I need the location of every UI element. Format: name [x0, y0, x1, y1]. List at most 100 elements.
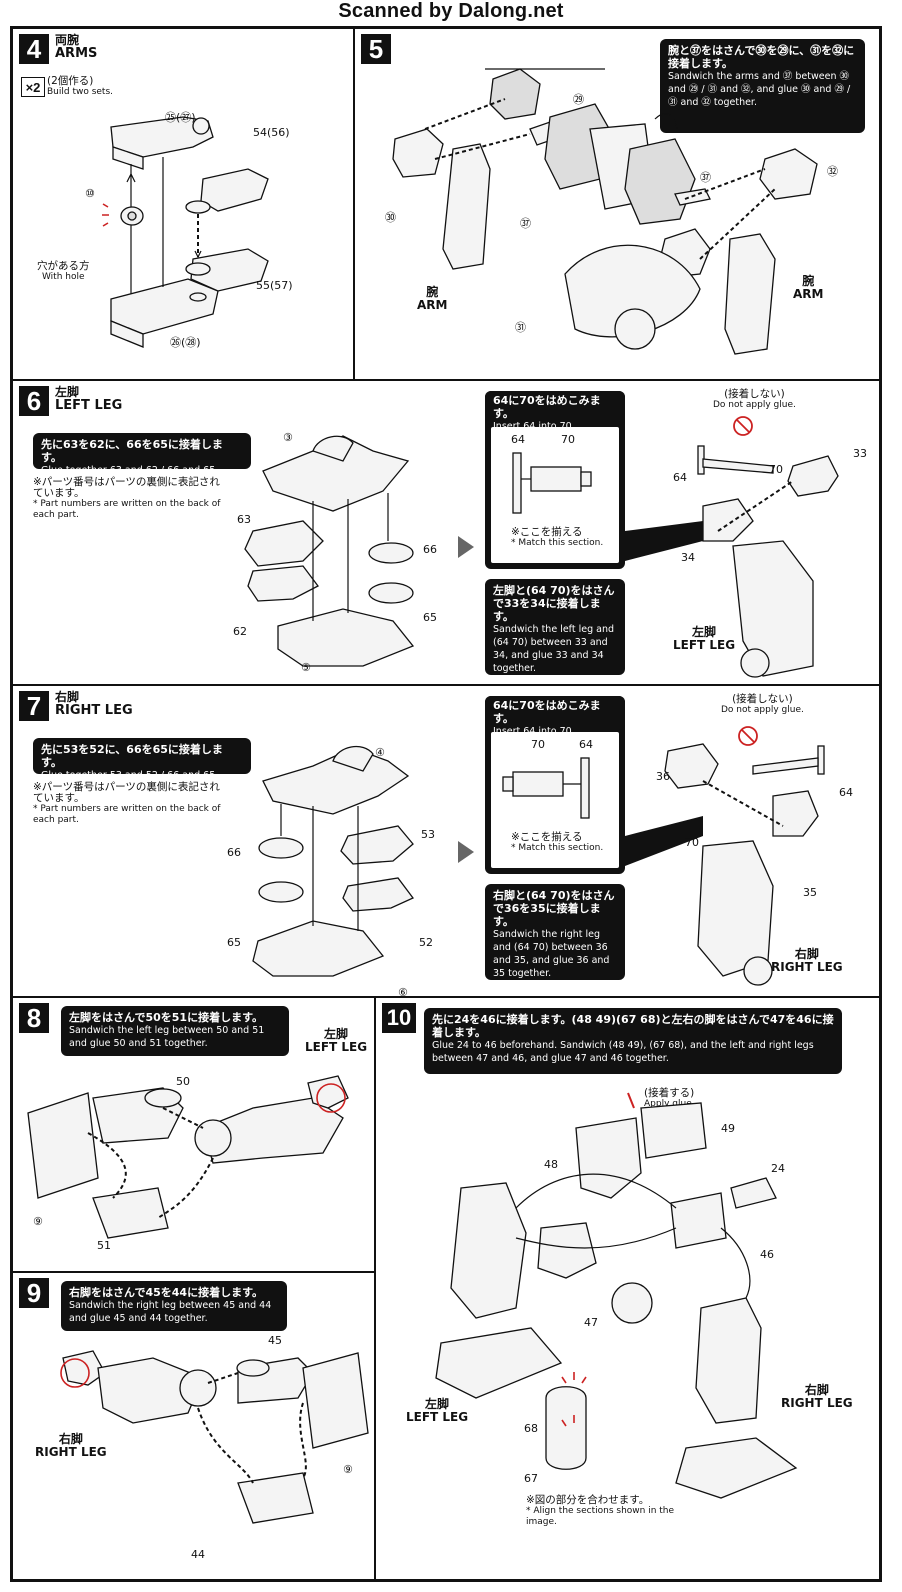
- match-jp: ※ここを揃える: [511, 526, 583, 538]
- right-leg-label: 右脚 RIGHT LEG: [781, 1384, 853, 1410]
- part-label: 70: [769, 463, 783, 476]
- final-leg-assembly-diagram: [435, 1092, 798, 1499]
- step-number: 9: [19, 1278, 49, 1308]
- title-jp: 両腕: [55, 33, 80, 47]
- part-label: ㉕(㉗): [165, 111, 196, 124]
- part-label: 44: [191, 1548, 205, 1561]
- insert-en: Insert 64 into 70.: [493, 420, 617, 433]
- part-label: ㉙: [573, 93, 584, 106]
- match-en: * Match this section.: [511, 843, 604, 853]
- match-note: ※ここを揃える * Match this section.: [511, 527, 603, 549]
- instr-en: Sandwich the arms and ㊲ between ㉚ and ㉙ …: [668, 71, 851, 108]
- title-jp: 左脚: [55, 385, 80, 399]
- no-glue-note: (接着しない) Do not apply glue.: [713, 389, 796, 411]
- part-label: ③: [283, 431, 293, 444]
- sandwich-box: 左脚と(64 70)をはさんで33を34に接着します。 Sandwich the…: [485, 579, 625, 675]
- insert-box: 64に70をはめこみます。 Insert 64 into 70. 64 70 ※…: [485, 391, 625, 569]
- apply-en: Apply glue.: [644, 1099, 695, 1109]
- step-title: 両腕 ARMS: [55, 33, 97, 61]
- hole-note: 穴がある方 With hole: [37, 261, 90, 283]
- step10-panel: 10 先に24を46に接着します。(48 49)(67 68)と左右の脚をはさん…: [375, 997, 880, 1580]
- right-leg-hip-diagram: [60, 1350, 369, 1524]
- instruction-box: 腕と㊲をはさんで㉚を㉙に、㉛を㉜に接着します。 Sandwich the arm…: [660, 39, 865, 133]
- leg-jp: 右脚: [804, 1383, 829, 1397]
- leg-en: LEFT LEG: [673, 638, 736, 652]
- arm-attachment-diagram: [392, 68, 818, 355]
- step9-panel: 9 右脚をはさんで45を44に接着します。 Sandwich the right…: [12, 1272, 375, 1580]
- part-label: 70: [685, 836, 699, 849]
- left-leg-parts-diagram: [244, 435, 415, 667]
- note-jp: ※パーツ番号はパーツの裏側に表記されています。: [33, 476, 220, 499]
- part-label: 47: [584, 1316, 598, 1329]
- instruction-box: 左脚をはさんで50を51に接着します。 Sandwich the left le…: [61, 1006, 289, 1056]
- left-leg-hip-diagram: [27, 1075, 349, 1239]
- sandwich-jp: 右脚と(64 70)をはさんで36を35に接着します。: [493, 889, 615, 928]
- title-en: RIGHT LEG: [55, 703, 133, 718]
- part-label: 50: [176, 1075, 190, 1088]
- no-glue-note: (接着しない) Do not apply glue.: [721, 694, 804, 716]
- part-label: 68: [524, 1422, 538, 1435]
- part-label: 24: [771, 1162, 785, 1175]
- insert-jp: 64に70をはめこみます。: [493, 394, 601, 420]
- arm-jp: 腕: [802, 274, 815, 288]
- instr-jp: 左脚をはさんで50を51に接着します。: [69, 1011, 263, 1024]
- next-arrow-icon: [458, 536, 474, 558]
- instr-en: Sandwich the left leg between 50 and 51 …: [69, 1025, 265, 1049]
- noglue-en: Do not apply glue.: [713, 400, 796, 410]
- step-number: 7: [19, 691, 49, 721]
- noglue-jp: (接着しない): [724, 388, 785, 400]
- arm-parts-diagram: [102, 116, 269, 348]
- part-label: 65: [227, 936, 241, 949]
- step5-panel: 5 腕と㊲をはさんで㉚を㉙に、㉛を㉜に接着します。 Sandwich the a…: [354, 28, 880, 380]
- insert-detail-diagram: [502, 757, 590, 819]
- part-label: 34: [681, 551, 695, 564]
- hole-jp: 穴がある方: [37, 260, 90, 272]
- part-label: 48: [544, 1158, 558, 1171]
- part-label: 52: [419, 936, 433, 949]
- glue-box: 先に63を62に、66を65に接着します。 Glue together 63 a…: [33, 433, 251, 476]
- build-en: Build two sets.: [47, 87, 114, 97]
- part-label: 36: [656, 770, 670, 783]
- part-label: ㉜: [827, 165, 838, 178]
- multiplier-badge: ×2: [21, 77, 45, 97]
- note-en: * Part numbers are written on the back o…: [33, 499, 221, 520]
- noglue-en: Do not apply glue.: [721, 705, 804, 715]
- part-label: ㉚: [385, 211, 396, 224]
- insert-detail: 64 70 ※ここを揃える * Match this section.: [491, 427, 619, 563]
- title-en: LEFT LEG: [55, 398, 123, 413]
- insert-detail: 70 64 ※ここを揃える * Match this section.: [491, 732, 619, 868]
- title-en: ARMS: [55, 46, 98, 61]
- align-jp: ※図の部分を合わせます。: [526, 1494, 650, 1506]
- insert-detail-diagram: [512, 452, 592, 514]
- part-label: 49: [721, 1122, 735, 1135]
- part-label: 64: [511, 433, 525, 446]
- part-number-note: ※パーツ番号はパーツの裏側に表記されています。 * Part numbers a…: [33, 782, 223, 826]
- leg-en: RIGHT LEG: [781, 1396, 853, 1410]
- arm-label-right: 腕 ARM: [793, 275, 823, 301]
- build-count-note: (2個作る) Build two sets.: [47, 76, 113, 98]
- part-label: 51: [97, 1239, 111, 1252]
- part-label: 45: [268, 1334, 282, 1347]
- leg-en: RIGHT LEG: [35, 1445, 107, 1459]
- instruction-box: 右脚をはさんで45を44に接着します。 Sandwich the right l…: [61, 1281, 287, 1331]
- leg-jp: 右脚: [58, 1432, 83, 1446]
- leg-en: LEFT LEG: [406, 1410, 469, 1424]
- part-label: ⑨: [33, 1215, 43, 1228]
- glue-box: 先に53を52に、66を65に接着します。 Glue together 53 a…: [33, 738, 251, 781]
- instr-en: Sandwich the right leg between 45 and 44…: [69, 1300, 272, 1324]
- scan-credit-header: Scanned by Dalong.net: [338, 0, 564, 22]
- part-label: 54(56): [253, 126, 290, 139]
- apply-jp: (接着する): [644, 1087, 695, 1099]
- leg-jp: 左脚: [324, 1027, 349, 1041]
- match-jp: ※ここを揃える: [511, 831, 583, 843]
- arm-jp: 腕: [426, 285, 439, 299]
- part-label: ㊲: [520, 217, 531, 230]
- part-label: 65: [423, 611, 437, 624]
- step4-panel: 4 両腕 ARMS ×2 (2個作る) Build two sets.: [12, 28, 354, 380]
- apply-glue-note: (接着する) Apply glue.: [644, 1088, 695, 1110]
- left-leg-assembly-diagram: [625, 416, 839, 678]
- step-number: 4: [19, 34, 49, 64]
- step-number: 10: [382, 1003, 416, 1033]
- insert-instr: 64に70をはめこみます。 Insert 64 into 70.: [485, 391, 625, 432]
- step6-panel: 6 左脚 LEFT LEG 先に63を62に、66を65に接着します。 Glue…: [12, 380, 880, 685]
